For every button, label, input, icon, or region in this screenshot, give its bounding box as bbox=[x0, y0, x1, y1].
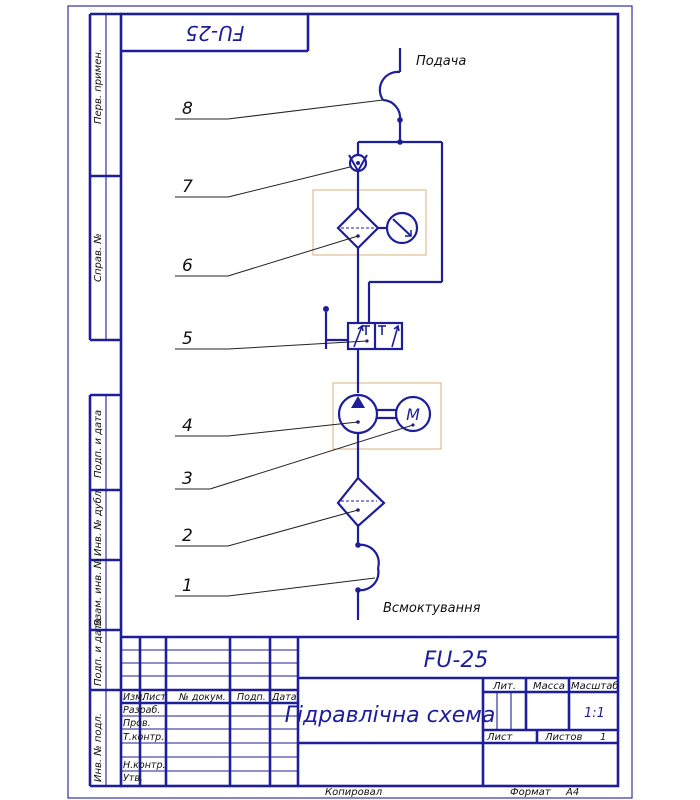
callouts: 8 7 6 5 4 3 2 1 bbox=[175, 99, 414, 597]
callout-5: 5 bbox=[182, 329, 193, 349]
valve-lever-knob bbox=[323, 306, 329, 312]
col-header-list: Лист bbox=[141, 692, 167, 703]
role-t-kontr: Т.контр. bbox=[123, 732, 164, 743]
hydraulic-diagram: M Подача Всмоктування bbox=[312, 48, 481, 620]
callout-6: 6 bbox=[182, 256, 193, 276]
role-utv: Утв. bbox=[123, 773, 143, 784]
col-header-podp: Подп. bbox=[237, 692, 266, 703]
label-masshtab: Масштаб bbox=[571, 680, 619, 692]
suction-hose-arc-top bbox=[357, 543, 380, 569]
role-razrab: Разраб. bbox=[123, 705, 160, 716]
col-header-doc-no: № докум. bbox=[178, 692, 226, 703]
left-margin-strip bbox=[88, 12, 121, 788]
pump-motor-group-frame bbox=[332, 382, 442, 450]
callout-2: 2 bbox=[182, 526, 193, 546]
callout-4: 4 bbox=[182, 416, 193, 436]
label-sheet: Лист bbox=[486, 732, 514, 743]
side-label-podp-data-1: Подп. и дата bbox=[93, 410, 104, 478]
footer-format-value: А4 bbox=[565, 787, 579, 798]
side-label-inv-dubl: Инв. № дубл. bbox=[92, 488, 104, 556]
callout-1: 1 bbox=[182, 576, 193, 596]
side-label-vzam-inv: Взам. инв. № bbox=[93, 558, 104, 626]
footer-kopiroval: Копировал bbox=[325, 787, 383, 798]
side-label-sprav-no: Справ. № bbox=[93, 233, 104, 282]
stamp-mirrored-code: FU-25 bbox=[186, 21, 245, 45]
col-header-data: Дата bbox=[271, 692, 297, 703]
label-suction: Всмоктування bbox=[383, 601, 481, 616]
side-label-podp-data-2: Подп. и дата bbox=[93, 618, 104, 686]
title-block-code: FU-25 bbox=[424, 648, 489, 673]
label-lit: Лит. bbox=[492, 681, 516, 692]
footer-format: Формат bbox=[510, 787, 552, 798]
sheets-count: 1 bbox=[600, 732, 606, 743]
callout-3: 3 bbox=[182, 469, 193, 489]
pump-flow-triangle bbox=[351, 396, 365, 408]
callout-7: 7 bbox=[182, 177, 193, 197]
drawing-border bbox=[119, 12, 620, 788]
callout-8: 8 bbox=[182, 99, 193, 119]
role-prov: Пров. bbox=[123, 718, 151, 729]
suction-hose-arc-bottom bbox=[357, 567, 380, 592]
role-n-kontr: Н.контр. bbox=[123, 760, 166, 771]
supply-hose-arc-top bbox=[378, 70, 401, 101]
col-header-izm: Изм. bbox=[123, 692, 145, 703]
pressure-gauge-symbol bbox=[385, 211, 419, 245]
supply-hose-arc-bottom bbox=[382, 98, 402, 121]
filter-gauge-group-frame bbox=[312, 189, 427, 256]
title-block bbox=[121, 635, 618, 786]
label-sheets: Листов bbox=[544, 732, 582, 743]
side-label-perv-primen: Перв. примен. bbox=[93, 49, 104, 124]
label-massa: Масса bbox=[533, 681, 565, 692]
drawing-title: Гідравлічна схема bbox=[285, 703, 496, 728]
outer-trim-frame bbox=[67, 5, 633, 799]
top-stamp: FU-25 bbox=[121, 14, 310, 53]
label-supply: Подача bbox=[416, 54, 466, 69]
motor-letter: M bbox=[406, 405, 420, 424]
motor-symbol bbox=[394, 395, 432, 433]
side-label-inv-podl: Инв. № подл. bbox=[93, 713, 104, 782]
scale-value: 1:1 bbox=[584, 706, 605, 721]
